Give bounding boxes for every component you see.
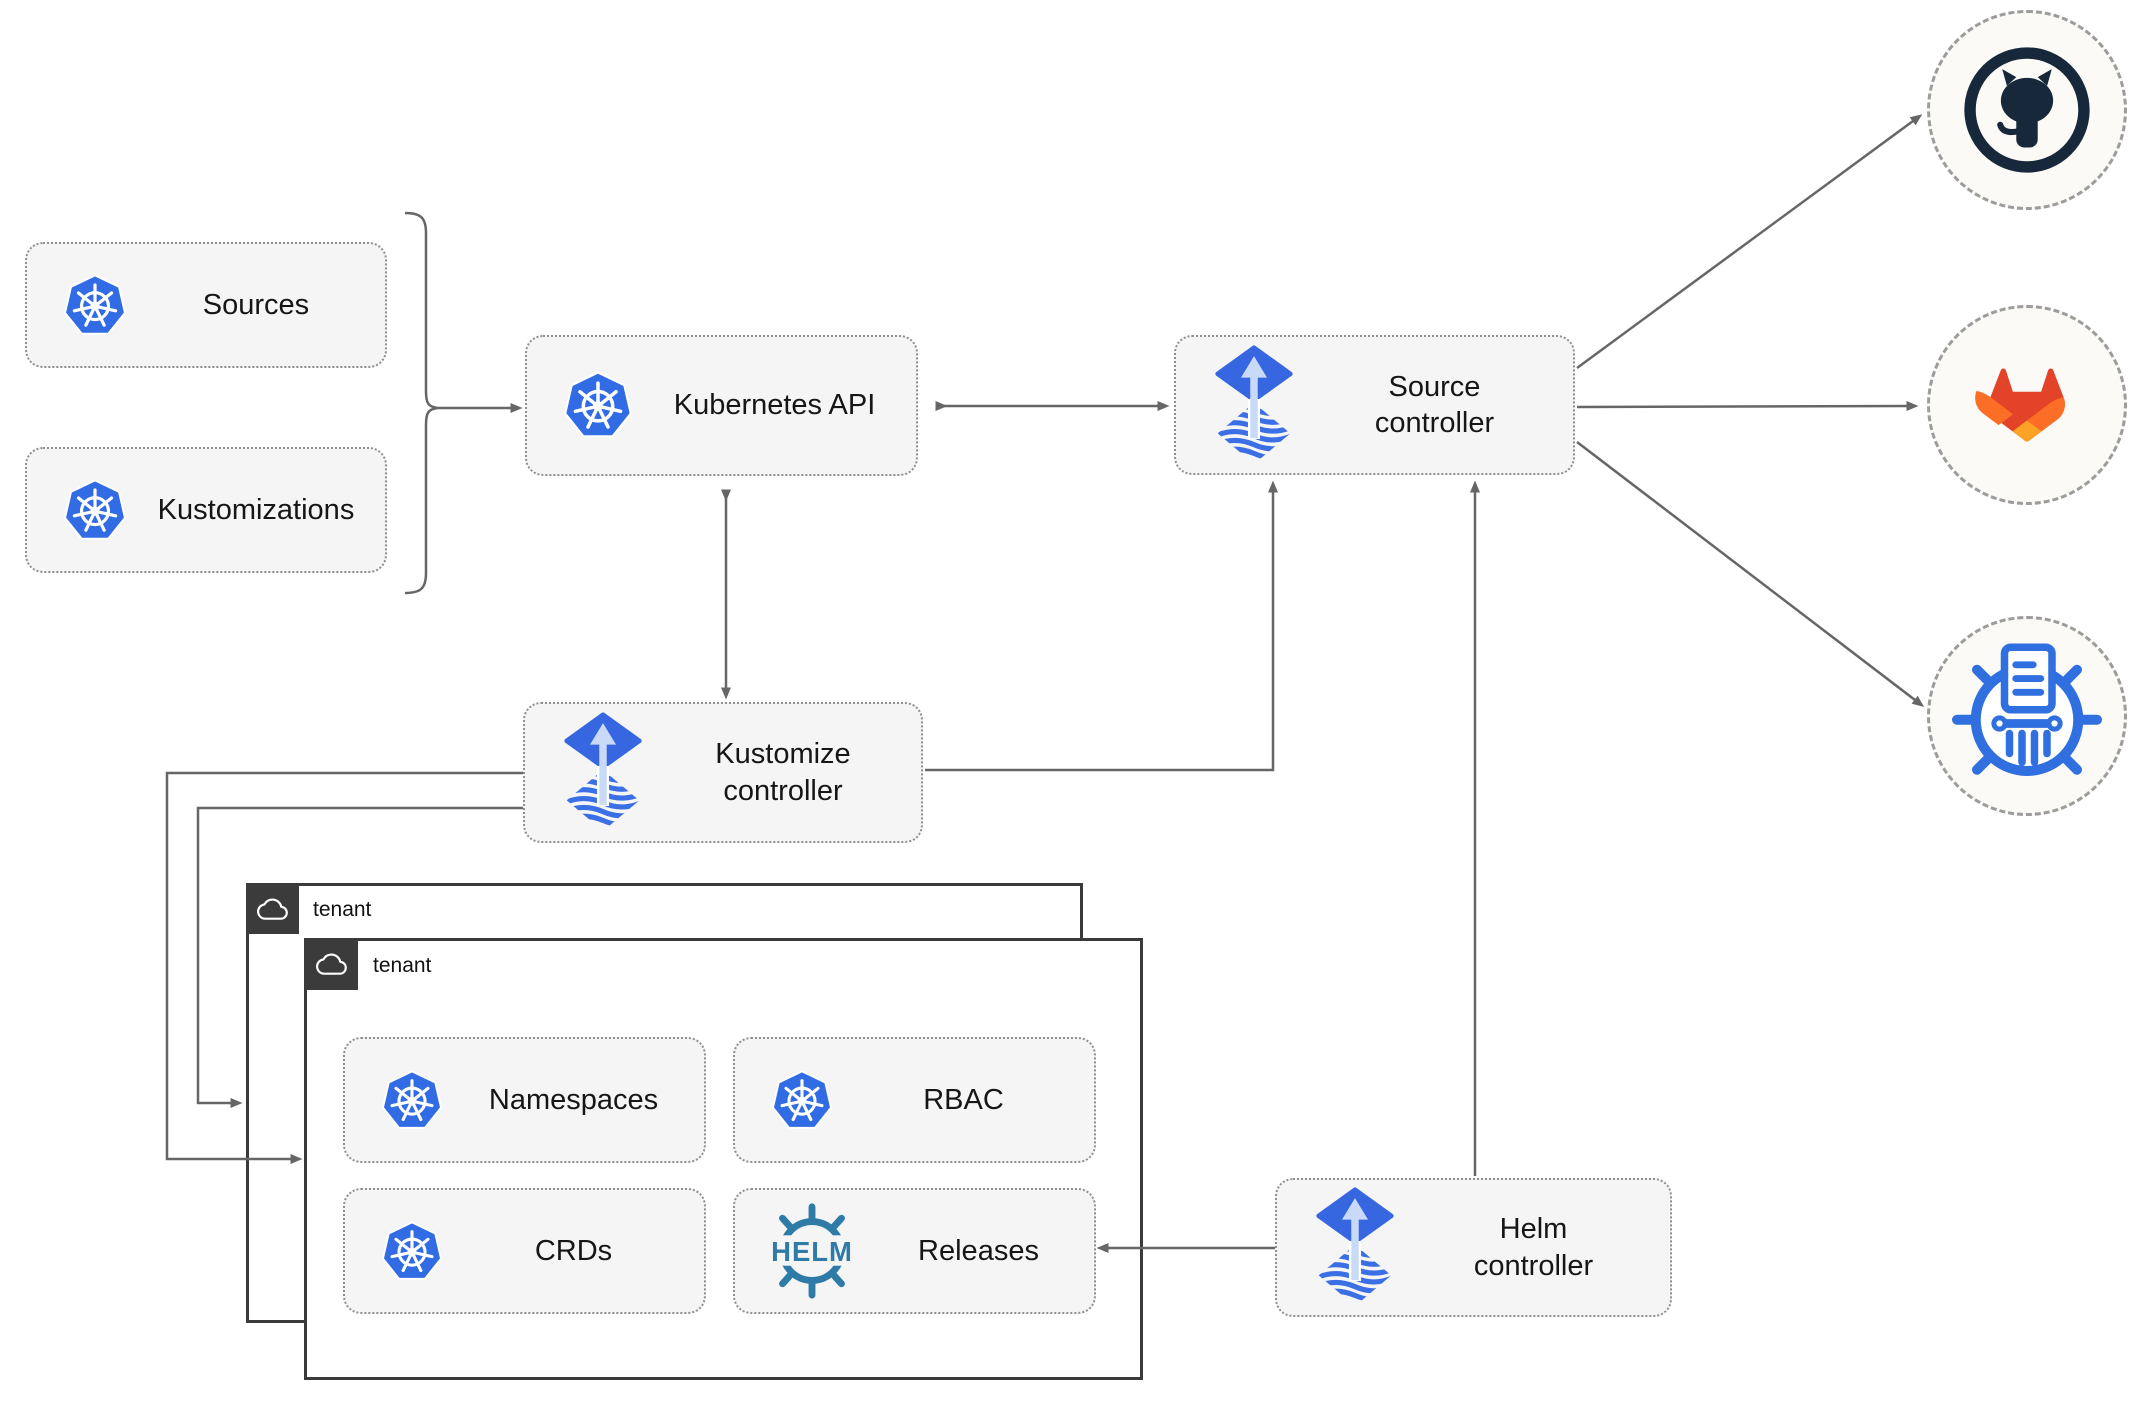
tenant-front-label: tenant xyxy=(373,954,432,977)
connector-source-storage xyxy=(1576,441,1925,707)
node-kustomizations: Kustomizations xyxy=(25,447,387,573)
node-namespaces: Namespaces xyxy=(343,1037,706,1163)
cloud-icon xyxy=(256,896,289,922)
helm-controller-label: Helm controller xyxy=(1473,1213,1594,1282)
cloud-icon xyxy=(315,951,348,977)
connector-kustomize-source xyxy=(925,480,1278,772)
node-source-controller: Source controller xyxy=(1174,335,1575,475)
gitlab-tanuki-icon xyxy=(1952,330,2102,480)
node-releases: HELM Releases xyxy=(733,1188,1096,1314)
helm-icon: HELM xyxy=(761,1200,863,1302)
storage-registry-icon xyxy=(1952,641,2102,791)
rbac-label: RBAC xyxy=(923,1083,1004,1116)
namespaces-label: Namespaces xyxy=(488,1083,659,1116)
kustomizations-label: Kustomizations xyxy=(157,493,355,526)
kubernetes-icon xyxy=(63,273,127,337)
node-sources: Sources xyxy=(25,242,387,368)
kustomize-controller-label: Kustomize controller xyxy=(715,738,851,807)
crds-label: CRDs xyxy=(534,1234,613,1267)
storage-remote xyxy=(1927,616,2127,816)
flux-icon xyxy=(1212,344,1296,466)
github-remote xyxy=(1927,10,2127,210)
tenant-tab xyxy=(246,883,299,934)
node-kustomize-controller: Kustomize controller xyxy=(523,702,923,843)
gitlab-remote xyxy=(1927,305,2127,505)
connector-bracket xyxy=(404,211,439,595)
node-helm-controller: Helm controller xyxy=(1275,1178,1672,1317)
kubernetes-icon xyxy=(771,1069,833,1131)
node-kubernetes-api: Kubernetes API xyxy=(525,335,918,476)
sources-label: Sources xyxy=(202,288,310,321)
tenant-back-label: tenant xyxy=(313,898,372,921)
kubernetes-icon xyxy=(381,1220,443,1282)
tenant-box-front: tenant Namespaces xyxy=(304,938,1143,1380)
releases-label: Releases xyxy=(918,1234,1039,1267)
flux-icon xyxy=(1313,1187,1397,1308)
kubernetes-icon xyxy=(563,371,633,440)
helm-logo-text: HELM xyxy=(771,1236,853,1267)
connector-source-gitlab xyxy=(1576,401,1919,412)
source-controller-label: Source controller xyxy=(1374,370,1495,439)
node-rbac: RBAC xyxy=(733,1037,1096,1163)
kubernetes-icon xyxy=(381,1069,443,1131)
flux-icon xyxy=(561,712,645,833)
kubernetes-icon xyxy=(63,478,127,542)
github-octocat-icon xyxy=(1960,43,2094,177)
connector-source-github xyxy=(1576,114,1923,370)
kubernetes-api-label: Kubernetes API xyxy=(673,389,876,422)
tenant-tab xyxy=(304,938,358,990)
node-crds: CRDs xyxy=(343,1188,706,1314)
